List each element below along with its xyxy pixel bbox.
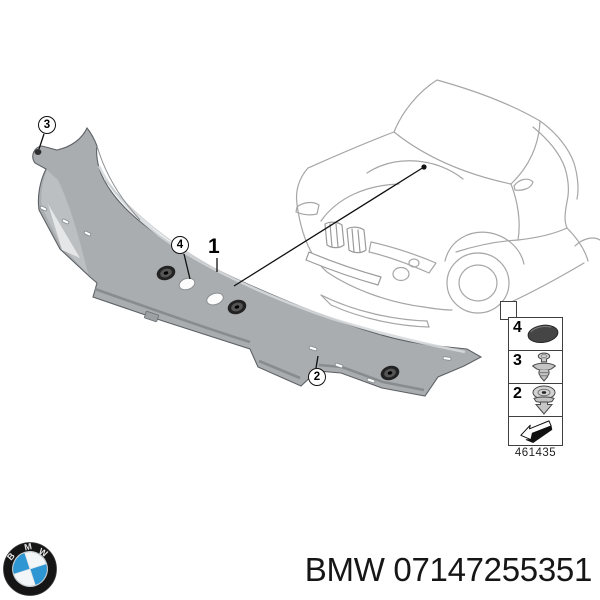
leader-line-to-car [233,166,425,287]
panel-oval-hole [178,277,196,291]
cowl-trim-panel-drawing [32,126,483,397]
legend-number: 4 [513,319,522,336]
callout-3: 3 [38,116,56,134]
brand-part-number-text: BMW 07147255351 [304,551,593,588]
callout-4: 4 [171,236,189,254]
leader-line-3 [38,133,45,150]
callout-1: 1 [208,235,220,258]
installation-direction-arrow-icon [519,420,552,443]
bmw-roundel-logo: B M W [3,541,57,596]
leader-dot [421,164,427,170]
legend-row-rivet: 3 [509,351,562,384]
callout-2: 2 [308,368,326,386]
leader-line-4 [183,253,191,280]
legend-row-cap: 4 [509,318,562,351]
panel-oval-hole [206,292,224,306]
panel-grommet [227,299,247,315]
legend-number: 2 [513,385,522,402]
panel-grommet [380,365,400,381]
expanding-rivet-icon [531,352,557,382]
car-front-quarter-sketch [295,79,600,328]
expanding-clip-icon [532,385,556,415]
legend-row-clip: 2 [509,384,562,417]
panel-clip-hole [34,149,42,155]
diagram-number: 461435 [514,447,557,459]
legend-number: 3 [513,352,522,369]
logo-letter-b: B [5,550,17,562]
legend-row-arrow [509,417,562,445]
leader-line-2 [315,355,319,369]
callout-leader-lines [38,133,427,369]
logo-letter-m: M [23,541,32,552]
fasteners-legend-box: 4 3 2 [508,317,563,446]
cover-cap-icon [527,324,559,344]
panel-tab [144,310,159,323]
panel-grommet [156,265,176,281]
